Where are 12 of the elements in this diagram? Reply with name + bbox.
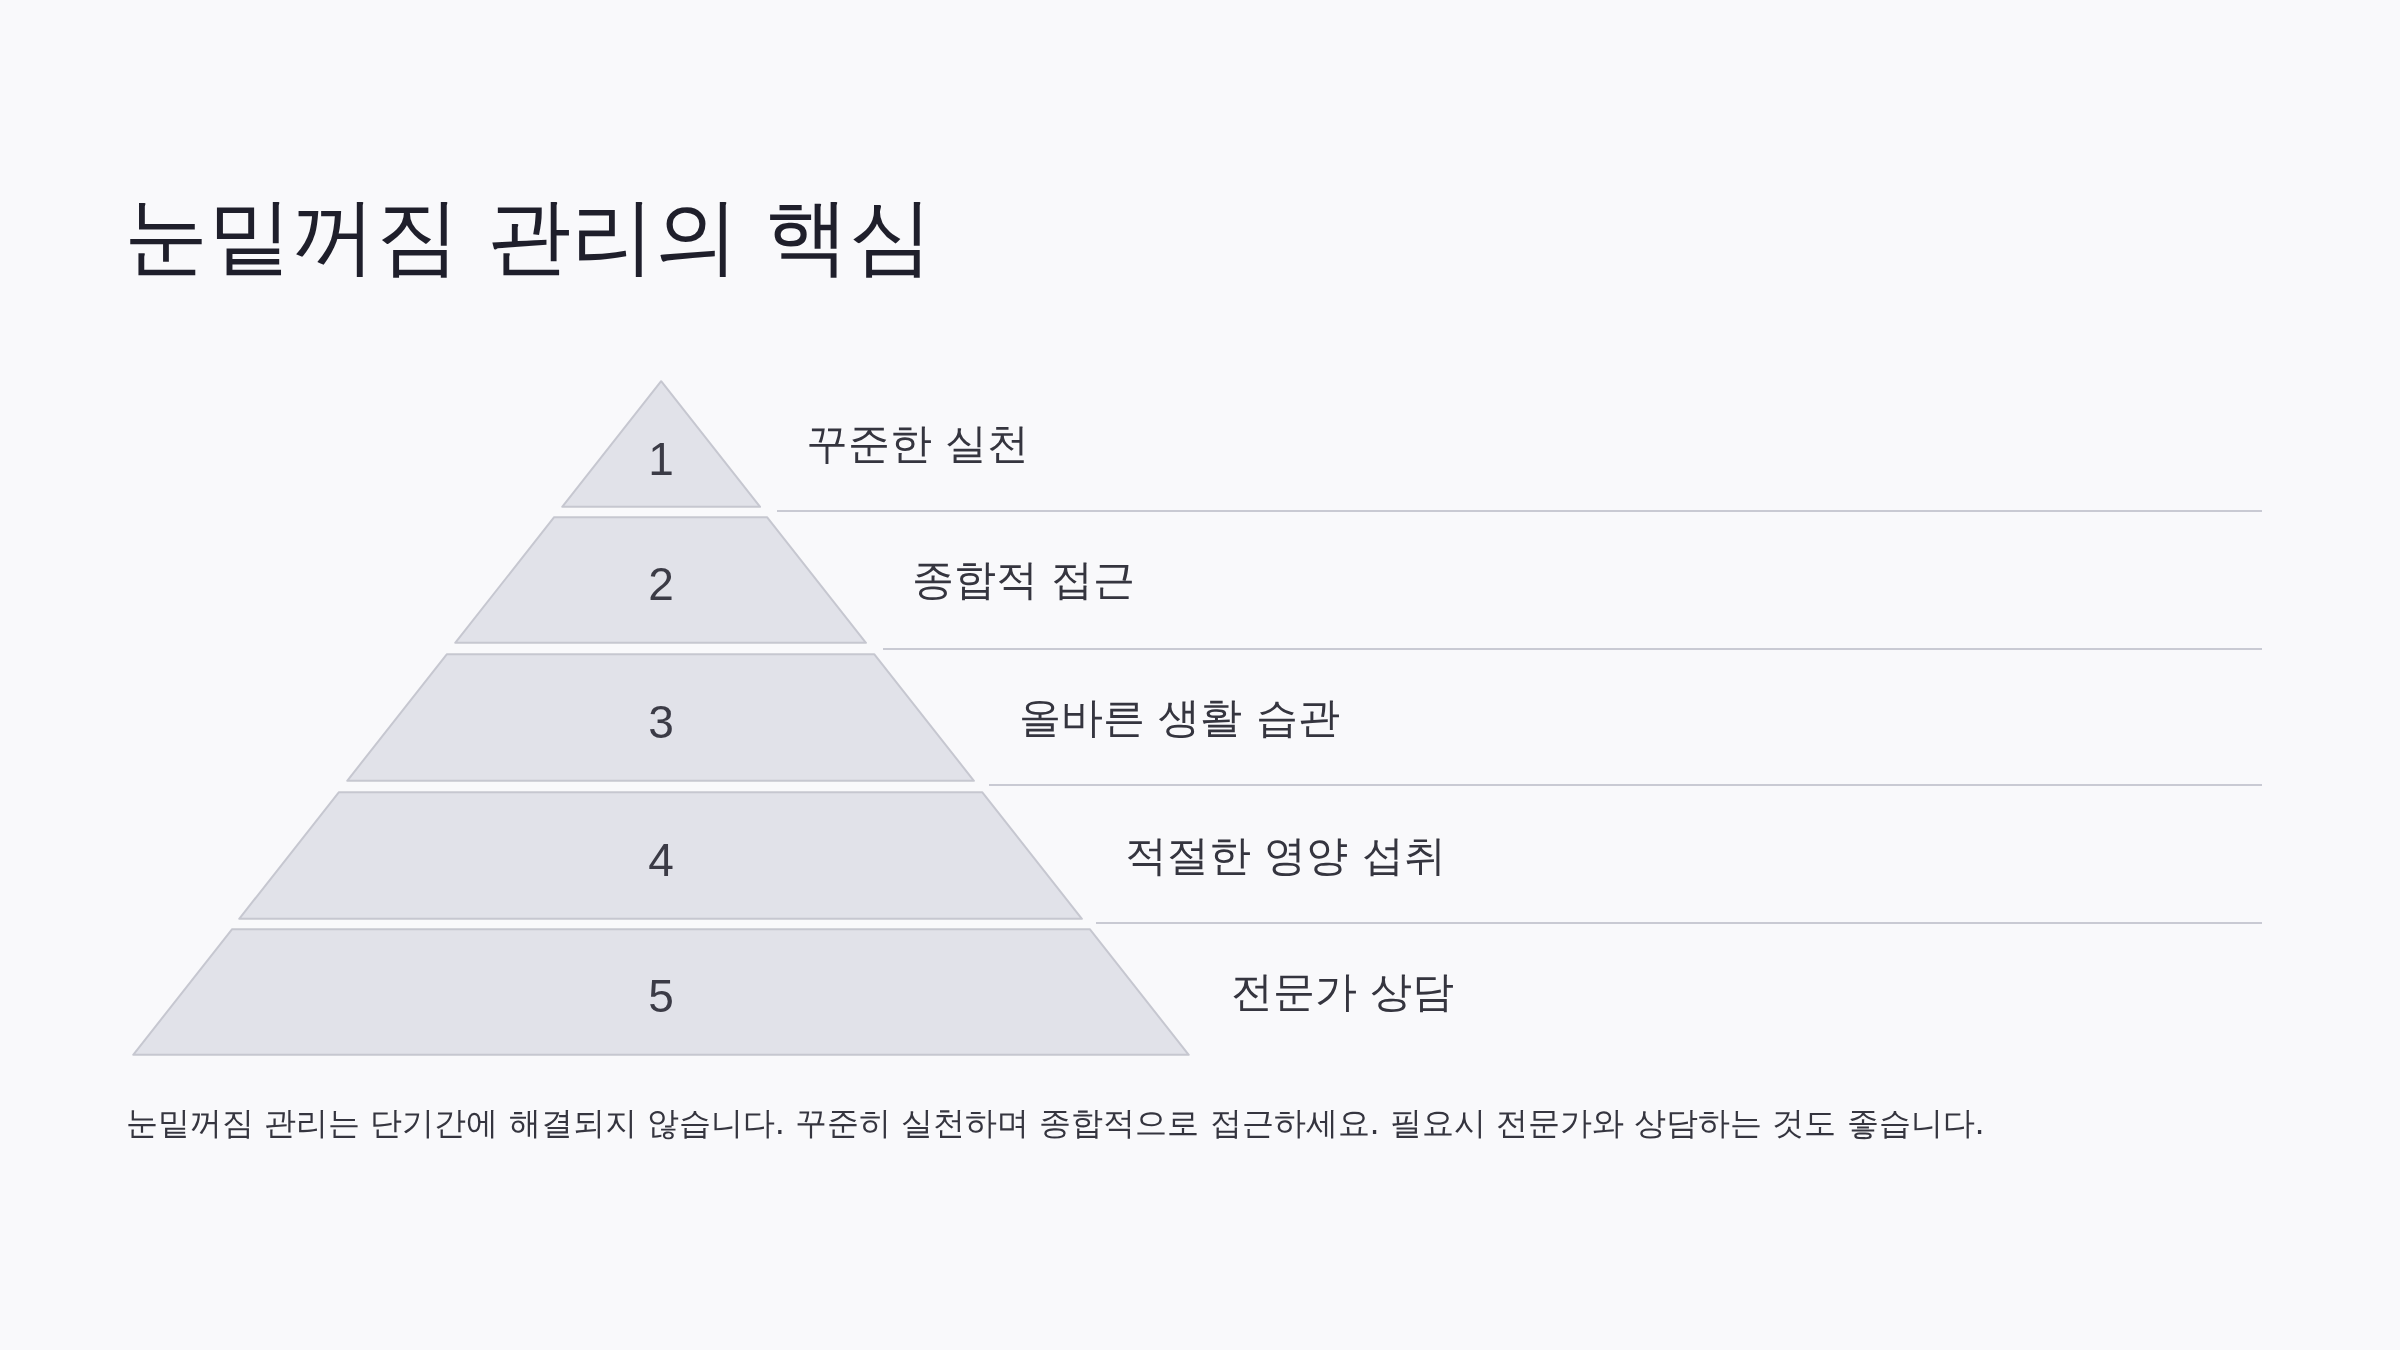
tier-label: 꾸준한 실천 [806,418,1030,470]
caption: 눈밑꺼짐 관리는 단기간에 해결되지 않습니다. 꾸준히 실천하며 종합적으로 접근하세요. 필요시 전문가와 상담하는 것도 좋습니다. [126,1104,1985,1143]
tier-number: 2 [648,558,674,610]
title: 눈밑꺼짐 관리의 핵심 [124,186,934,287]
tier-label: 올바른 생활 습관 [1019,692,1340,743]
tier-label: 전문가 상담 [1231,966,1455,1018]
tier-number: 1 [648,433,674,485]
tier-number: 3 [648,696,674,748]
tier-label: 적절한 영양 섭취 [1125,830,1446,881]
tier-number: 5 [648,970,674,1022]
tier-label: 종합적 접근 [912,554,1136,606]
tier-number: 4 [648,834,674,886]
